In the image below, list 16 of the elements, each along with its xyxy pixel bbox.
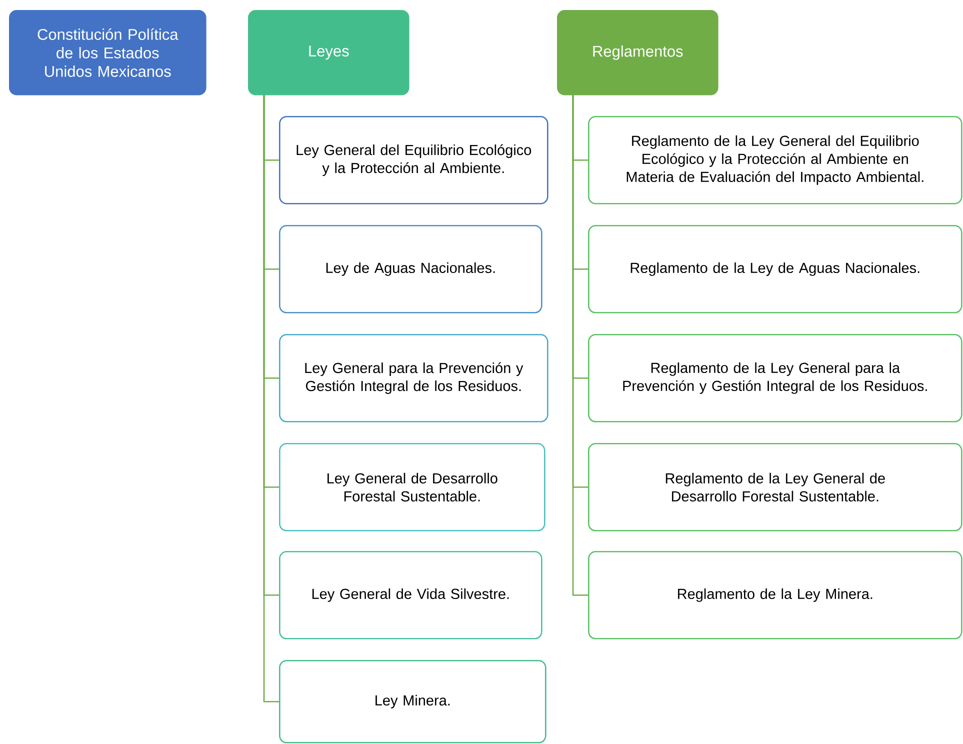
law-box: Ley General de Vida Silvestre. — [279, 551, 542, 640]
law-box: Ley Minera. — [279, 660, 546, 744]
law-box: Ley General de Desarrollo Forestal Sustentable. — [279, 443, 546, 532]
regulation-box: Reglamento de la Ley General para la Prevención y Gestión Integral de los Residuos. — [588, 334, 962, 422]
law-box: Ley de Aguas Nacionales. — [279, 225, 542, 314]
regulation-box: Reglamento de la Ley General del Equilibrio Ecológico y la Protección al Ambiente en Materia de Evaluación del Impacto Ambiental. — [588, 116, 962, 204]
connector-line — [572, 95, 588, 596]
connector-line — [263, 95, 279, 702]
law-box: Ley General del Equilibrio Ecológico y la Protección al Ambiente. — [279, 116, 548, 204]
regulation-box: Reglamento de la Ley General de Desarrollo Forestal Sustentable. — [588, 443, 962, 532]
header-box: Constitución Política de los Estados Unidos Mexicanos — [9, 10, 206, 96]
regulation-box: Reglamento de la Ley de Aguas Nacionales. — [588, 225, 962, 314]
header-box: Reglamentos — [557, 10, 718, 96]
law-box: Ley General para la Prevención y Gestión Integral de los Residuos. — [279, 334, 548, 422]
regulation-box: Reglamento de la Ley Minera. — [588, 551, 962, 640]
header-box: Leyes — [248, 10, 410, 96]
